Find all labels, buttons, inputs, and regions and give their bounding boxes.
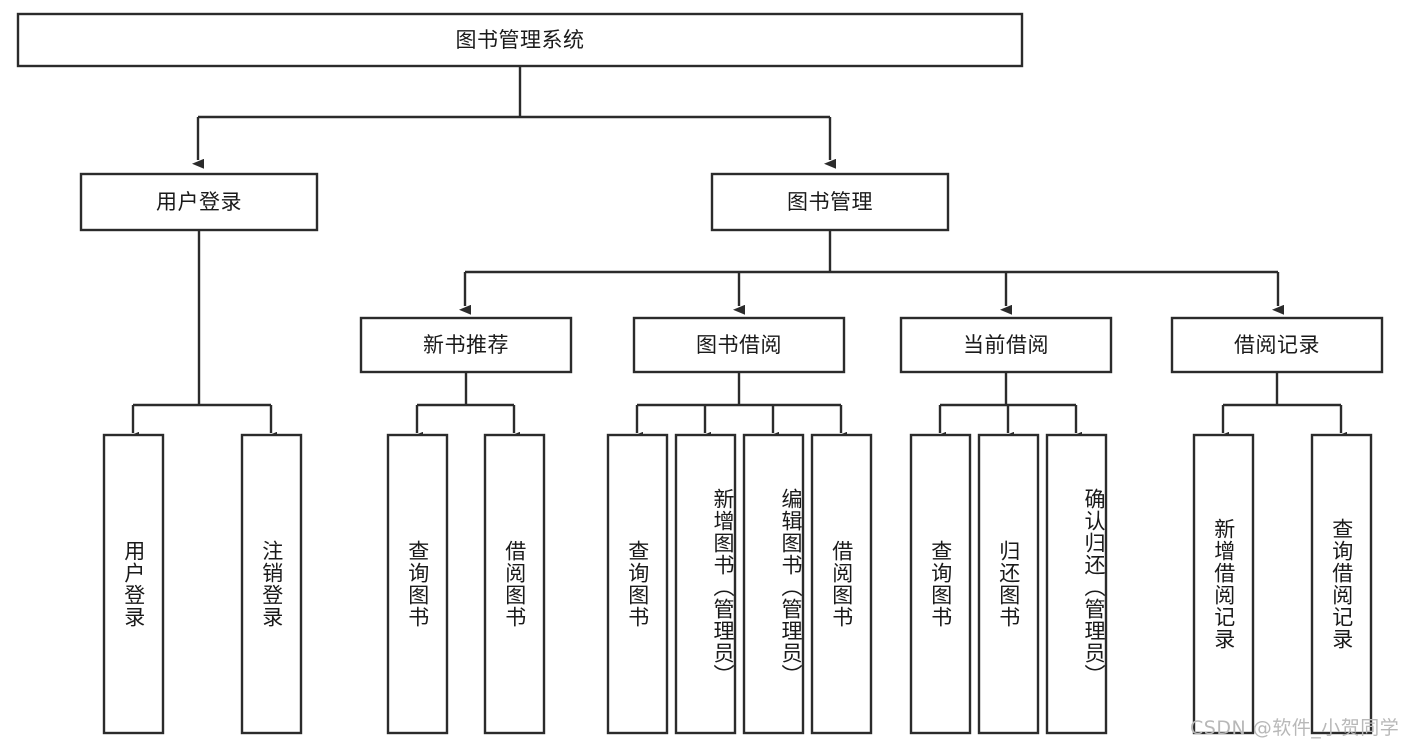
node-root-box[interactable] bbox=[16, 12, 1024, 68]
node-new-book-recommend-box[interactable] bbox=[359, 316, 573, 374]
connector-book-mgmt-bus bbox=[465, 230, 1278, 274]
node-borrow-records-box[interactable] bbox=[1170, 316, 1384, 374]
leaf-box-12[interactable] bbox=[1192, 433, 1255, 735]
connector-new-book-bus bbox=[417, 372, 514, 407]
connector-user-login-bus bbox=[133, 230, 271, 407]
node-book-borrow-box[interactable] bbox=[632, 316, 846, 374]
node-user-login-box[interactable] bbox=[79, 172, 319, 232]
leaf-box-1[interactable] bbox=[102, 433, 165, 735]
leaf-box-5[interactable] bbox=[606, 433, 669, 735]
connector-book-borrow-bus bbox=[637, 372, 841, 407]
leaf-box-13[interactable] bbox=[1310, 433, 1373, 735]
leaf-box-4[interactable] bbox=[483, 433, 546, 735]
leaf-box-8[interactable] bbox=[810, 433, 873, 735]
leaf-box-10[interactable] bbox=[977, 433, 1040, 735]
leaf-box-9[interactable] bbox=[909, 433, 972, 735]
connector-borrow-records-bus bbox=[1223, 372, 1341, 407]
leaf-box-7[interactable] bbox=[742, 433, 805, 735]
node-book-management-box[interactable] bbox=[710, 172, 950, 232]
connector-root-bus bbox=[198, 66, 830, 119]
leaf-box-3[interactable] bbox=[386, 433, 449, 735]
leaf-box-6[interactable] bbox=[674, 433, 737, 735]
leaf-box-2[interactable] bbox=[240, 433, 303, 735]
connector-current-borrow-bus bbox=[940, 372, 1076, 407]
node-current-borrow-box[interactable] bbox=[899, 316, 1113, 374]
csdn-watermark: CSDN @软件_小贺同学 bbox=[1190, 717, 1400, 739]
leaf-box-11[interactable] bbox=[1045, 433, 1108, 735]
